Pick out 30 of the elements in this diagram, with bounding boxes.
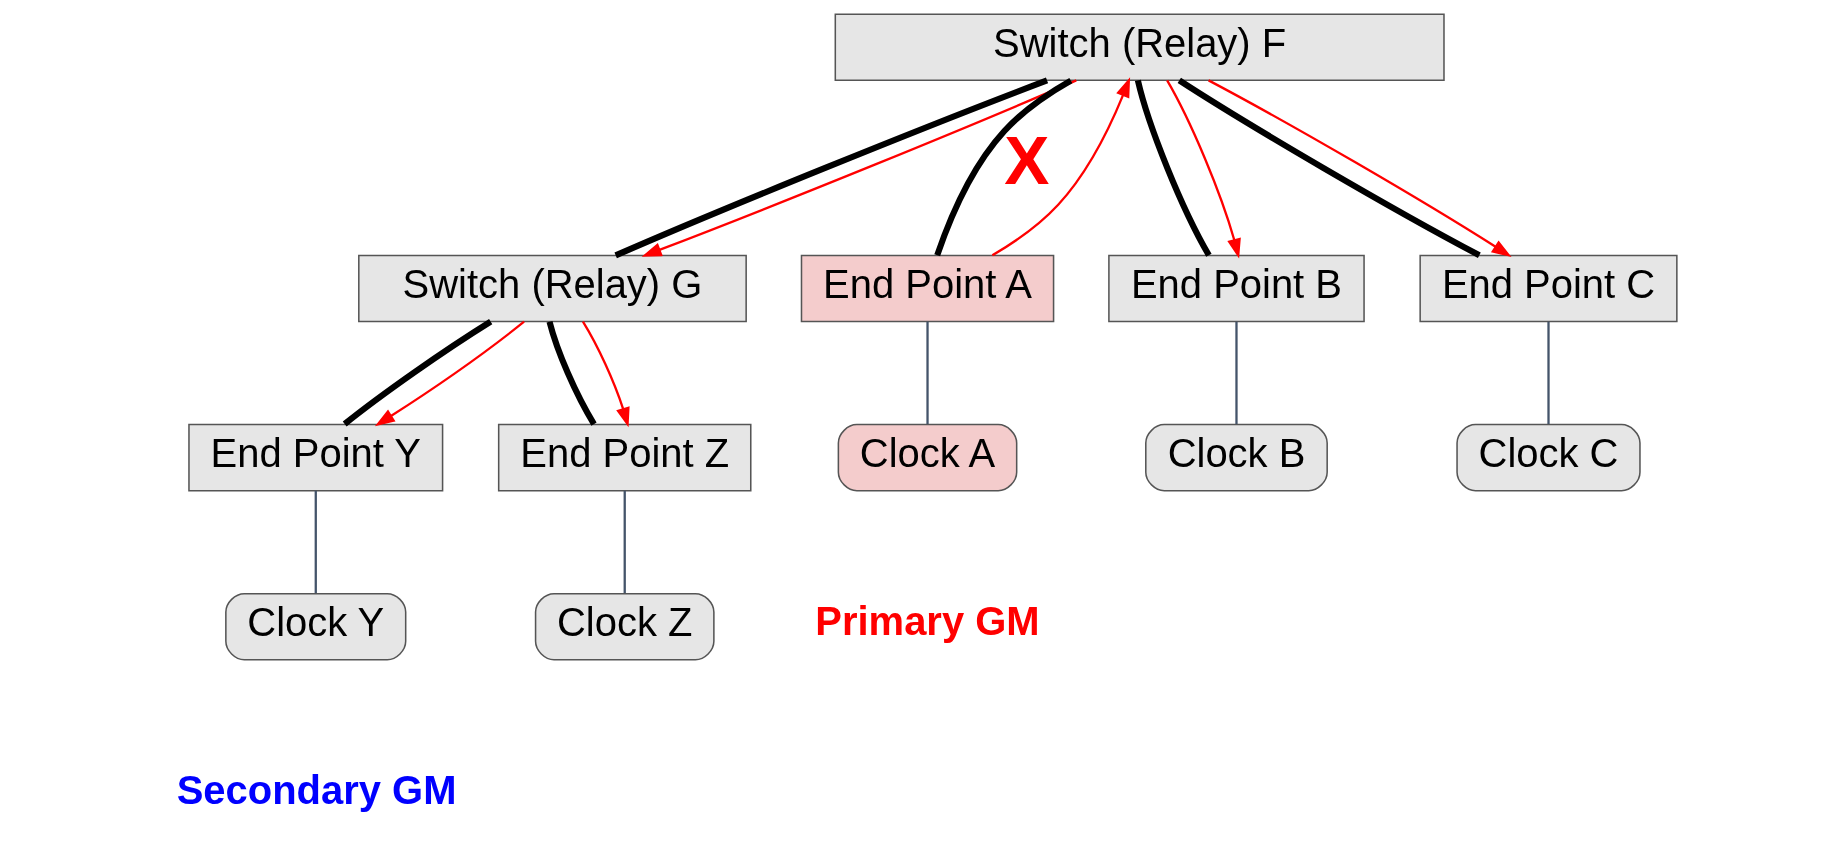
edge-label: X xyxy=(1004,122,1050,198)
node-box: Clock B xyxy=(1145,423,1328,492)
arrow xyxy=(1208,79,1512,258)
node-box: Clock Z xyxy=(534,592,715,661)
node-label: Secondary GM xyxy=(176,767,457,812)
node-box: End Point Y xyxy=(188,423,444,492)
connector xyxy=(314,490,317,594)
connector xyxy=(546,320,597,426)
connector xyxy=(342,319,493,427)
node-box: End Point B xyxy=(1108,254,1365,323)
node-box: End Point C xyxy=(1419,254,1678,323)
connector xyxy=(1547,321,1550,424)
node-box: Clock A xyxy=(837,423,1018,492)
connector xyxy=(1235,321,1238,424)
node-box: Switch (Relay) F xyxy=(834,13,1445,82)
arrow xyxy=(374,320,525,427)
connector xyxy=(926,321,929,424)
node-box: Switch (Relay) G xyxy=(358,254,747,323)
node-box: Clock C xyxy=(1456,423,1641,492)
connector xyxy=(1134,79,1212,257)
node-label: Primary GM xyxy=(815,598,1040,643)
arrow xyxy=(581,321,630,428)
node-box: End Point Z xyxy=(497,423,752,492)
connector xyxy=(1177,77,1481,258)
arrow xyxy=(1166,79,1241,259)
node-box: End Point A xyxy=(800,254,1055,323)
node-box: Clock Y xyxy=(225,592,407,661)
arrow xyxy=(991,77,1131,257)
connector xyxy=(934,77,1073,257)
connector xyxy=(623,490,626,594)
